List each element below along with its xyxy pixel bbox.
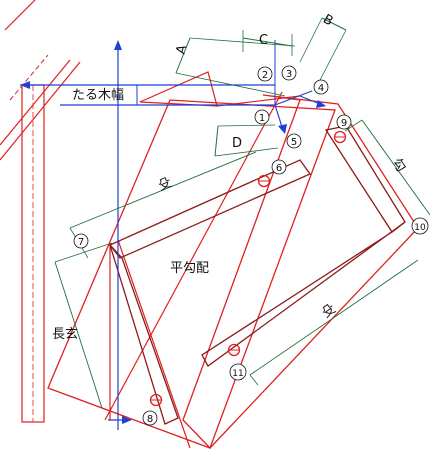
top-triangle [139, 71, 218, 107]
kou-label: 勾 [389, 156, 409, 175]
svg-text:7: 7 [78, 237, 84, 248]
svg-text:11: 11 [232, 369, 243, 379]
koubai-top-label: 殳 [156, 175, 174, 194]
svg-text:1: 1 [259, 113, 265, 124]
blue-construction-lines [20, 40, 326, 430]
svg-text:2: 2 [262, 70, 268, 81]
green-dimension-lines [54, 17, 431, 409]
point-9: 9 [336, 114, 352, 130]
point-8: 8 [142, 410, 158, 426]
point-6: 6 [271, 159, 287, 175]
dim-a-label: A [174, 43, 191, 56]
dim-d-label: D [232, 136, 242, 151]
rafter-edge-lines [0, 0, 81, 161]
svg-text:4: 4 [318, 83, 324, 94]
dim-b-label: B [320, 12, 335, 29]
point-labels: 1 2 3 4 5 6 7 8 [73, 65, 429, 426]
point-4: 4 [313, 79, 329, 95]
post [21, 84, 45, 423]
svg-text:8: 8 [147, 414, 153, 425]
point-10: 10 [411, 217, 429, 235]
point-11: 11 [229, 363, 247, 381]
svg-text:6: 6 [276, 163, 282, 174]
point-5: 5 [286, 133, 302, 149]
diagonal-red-lines [104, 91, 283, 449]
point-7: 7 [73, 233, 89, 249]
kou-bottom-label: 殳 [319, 301, 338, 321]
main-rotated-square [47, 99, 336, 449]
rafter-width-label: たる木幅 [72, 88, 124, 103]
point-3: 3 [281, 65, 297, 81]
hira-koubai-label: 平勾配 [170, 261, 209, 276]
right-rotated-square [182, 94, 419, 449]
point-2: 2 [257, 66, 273, 82]
point-1: 1 [254, 109, 270, 125]
svg-text:3: 3 [286, 69, 292, 80]
dim-c-label: C [259, 33, 268, 48]
svg-text:10: 10 [414, 223, 426, 233]
chougen-label: 長玄 [52, 327, 78, 342]
svg-text:5: 5 [291, 137, 297, 148]
marker-circles [149, 130, 347, 407]
svg-text:9: 9 [341, 118, 347, 129]
